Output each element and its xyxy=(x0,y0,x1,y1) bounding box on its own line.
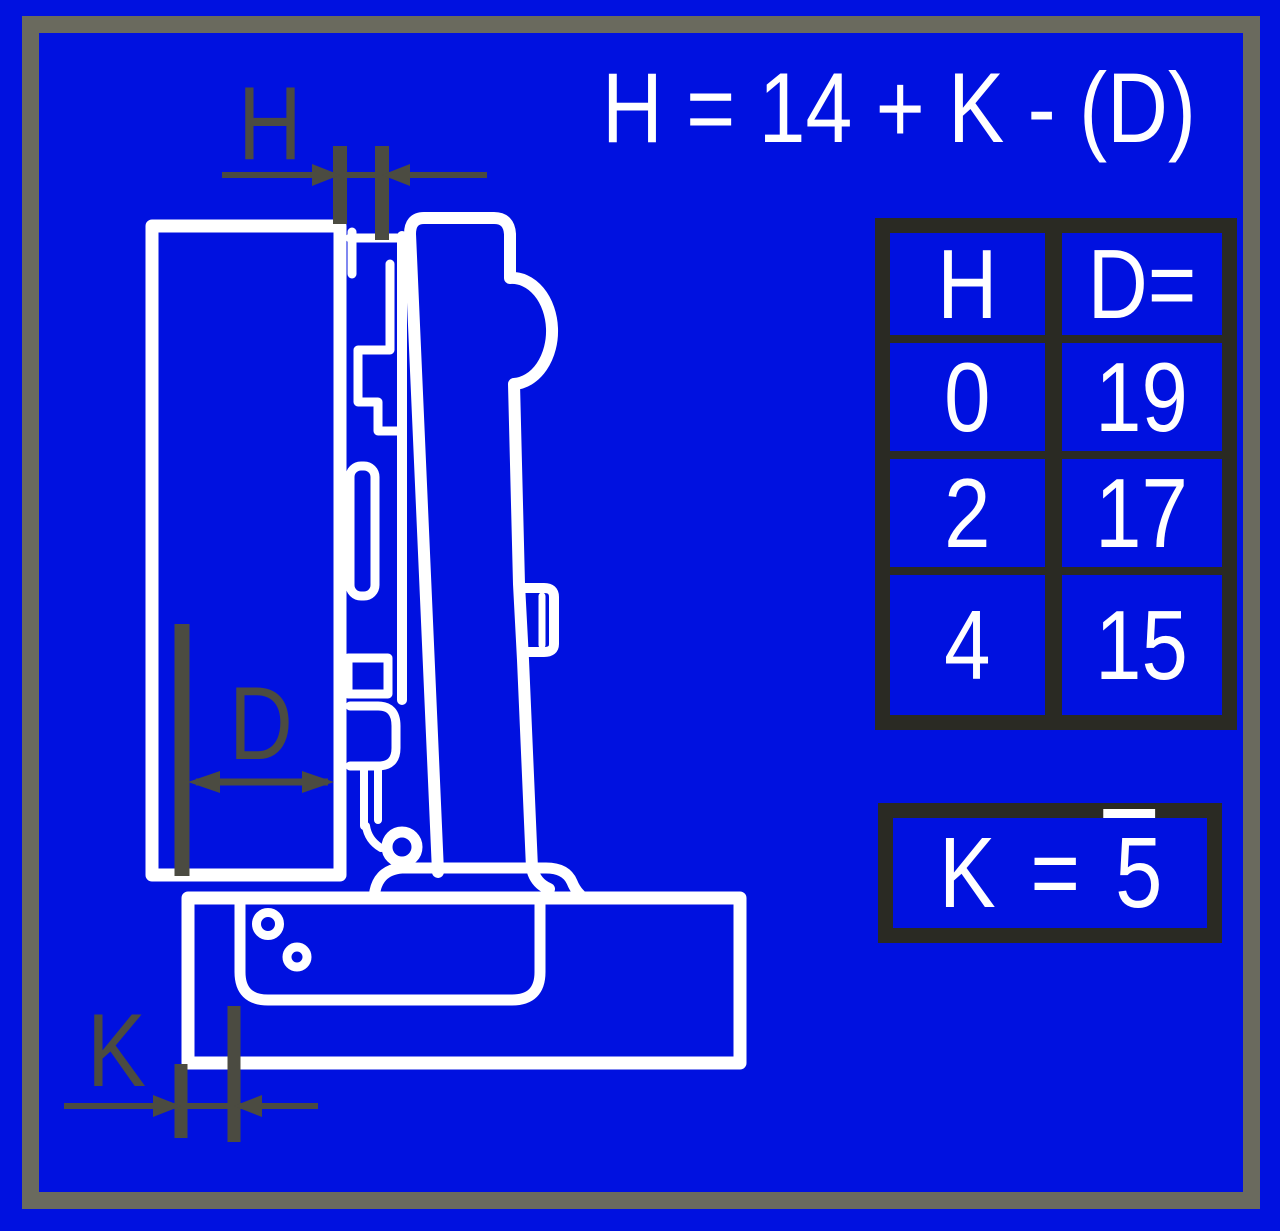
k-value-box: K = 5 xyxy=(878,803,1222,943)
cabinet-side-panel xyxy=(145,219,347,882)
table-cell-h0: 0 xyxy=(890,343,1045,451)
k-arrow-right xyxy=(234,1095,262,1117)
k-value-text: K = 5 xyxy=(893,809,1207,929)
d-arrow-left xyxy=(188,771,220,793)
h-d-lookup-table: H D= 0 19 2 17 4 15 xyxy=(875,218,1237,730)
table-cell-h2: 2 xyxy=(890,459,1045,567)
k-dimension-label: K xyxy=(87,993,146,1109)
h-arrow-left xyxy=(312,164,340,186)
screw-hole-2 xyxy=(282,942,312,972)
table-cell-d19: 19 xyxy=(1062,343,1222,451)
k-box-value: 5 xyxy=(1103,809,1163,929)
door-panel xyxy=(404,212,558,895)
hinge-screw-boss-upper xyxy=(345,461,380,601)
table-cell-d17: 17 xyxy=(1062,459,1222,567)
hinge-screw-boss-lower xyxy=(343,653,393,699)
k-arrow-left xyxy=(153,1095,181,1117)
table-header-d: D= xyxy=(1062,233,1222,335)
bottom-panel xyxy=(181,891,747,1070)
table-header-h: H xyxy=(890,233,1045,335)
outer-frame xyxy=(22,16,1260,1209)
mounting-plate-footprint xyxy=(234,896,546,1006)
door-back-edge xyxy=(404,228,444,878)
hinge-cam-lobe xyxy=(345,701,401,771)
k-box-label: K xyxy=(938,817,996,929)
d-dimension-label: D xyxy=(229,666,293,782)
pivot-pin xyxy=(381,826,423,868)
hinge-arm-base xyxy=(368,862,590,904)
k-box-equals: = xyxy=(1030,817,1081,929)
table-cell-h4: 4 xyxy=(890,575,1045,715)
h-arrow-right xyxy=(382,164,410,186)
d-arrow-right xyxy=(302,771,334,793)
formula-text: H = 14 + K - (D) xyxy=(602,52,1196,163)
table-cell-d15: 15 xyxy=(1062,575,1222,715)
door-bump-lower xyxy=(517,583,559,657)
hinge-neck-flare xyxy=(362,822,385,852)
hinge-adjustment-steps xyxy=(353,259,406,436)
h-dimension-label: H xyxy=(238,66,302,182)
screw-hole-1 xyxy=(252,908,284,940)
